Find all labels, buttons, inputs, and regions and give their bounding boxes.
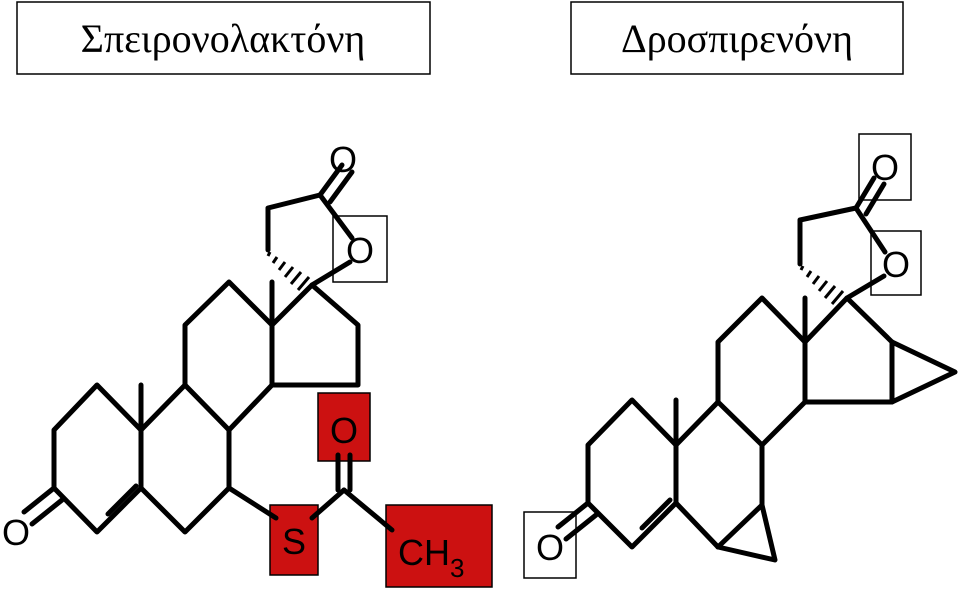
- left-ring-o: O: [346, 230, 374, 271]
- drospirenone-structure: Δροσπιρενόνη: [523, 1, 958, 579]
- right-cyclopropane-d: [889, 339, 958, 405]
- right-ketone-o-box: [523, 511, 577, 579]
- right-cyclopropane-b: [715, 502, 778, 563]
- left-lactone-co-2: [327, 169, 355, 205]
- right-ketone-o: O: [536, 527, 564, 568]
- right-ring-c: [715, 295, 808, 448]
- left-ring-c: [182, 279, 275, 433]
- right-spiro-o-bond: [844, 273, 887, 301]
- left-ketone-bond-1: [21, 485, 57, 515]
- left-lactone-carbonyl-o: O: [329, 139, 357, 180]
- left-c7-s-bond: [226, 485, 279, 521]
- right-lactone-co-1: [853, 175, 877, 211]
- left-ring-b: [138, 382, 232, 535]
- spironolactone-structure: Σπειρονολακτόνη: [2, 1, 493, 588]
- right-hashed-wedge: [799, 265, 845, 305]
- left-lactone-chain: [265, 192, 355, 253]
- spironolactone-title: Σπειρονολακτόνη: [81, 16, 366, 61]
- right-ketone-bond-1: [555, 500, 591, 530]
- right-ring-a-double-bond: [639, 497, 673, 531]
- left-ketone-bond-2: [29, 497, 65, 527]
- spironolactone-title-box: [16, 1, 431, 75]
- left-ring-a-double-bond: [105, 483, 139, 517]
- right-lactone-chain: [797, 205, 888, 267]
- right-ring-b: [673, 399, 765, 550]
- right-ring-a: [585, 397, 679, 550]
- left-c-ch3-bond: [341, 487, 395, 533]
- left-ketone-o: O: [2, 512, 30, 553]
- right-ketone-bond-2: [563, 512, 599, 542]
- left-spiro-o-bond: [309, 259, 353, 288]
- drospirenone-title-box: [570, 1, 904, 75]
- left-ring-a: [51, 382, 144, 535]
- left-lactone-co-1: [317, 162, 345, 198]
- left-methyl: CH3: [398, 532, 464, 583]
- left-thio-carbonyl-o: O: [330, 410, 358, 451]
- drospirenone-title: Δροσπιρενόνη: [621, 16, 853, 61]
- methyl-highlight: [385, 504, 493, 588]
- left-s-c-bond: [309, 487, 347, 521]
- right-ring-o-box: [870, 230, 922, 296]
- left-ring-d: [269, 282, 361, 388]
- right-ring-d: [802, 295, 895, 405]
- left-ring-o-box: [332, 215, 388, 283]
- left-hashed-wedge: [266, 251, 311, 291]
- right-carbonyl-o-box: [858, 133, 912, 201]
- thio-carbonyl-o-highlight: [317, 392, 371, 462]
- right-lactone-carbonyl-o: O: [871, 147, 899, 188]
- right-ring-o: O: [882, 244, 910, 285]
- right-lactone-co-2: [863, 181, 887, 217]
- left-sulfur: S: [282, 521, 306, 562]
